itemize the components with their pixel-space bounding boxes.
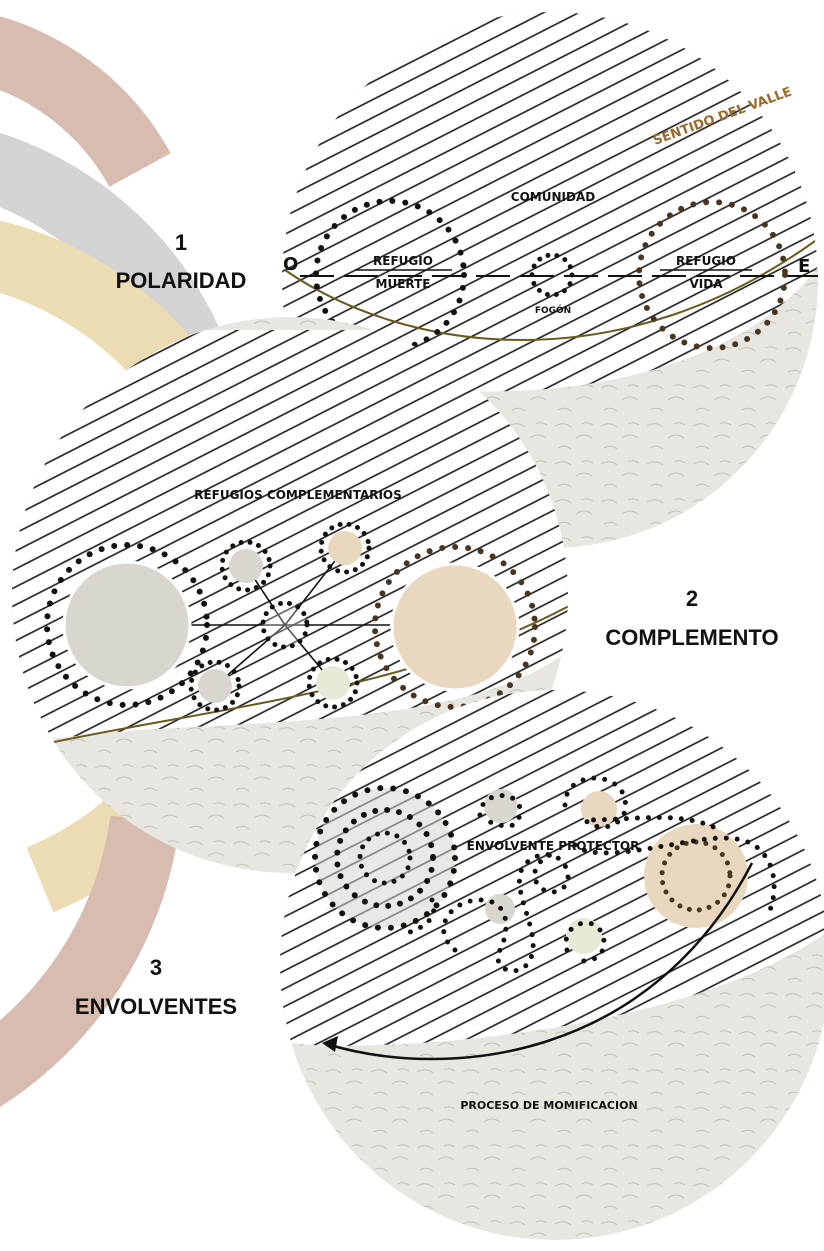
large-refuge-gray bbox=[62, 560, 192, 690]
refugios-complementarios-label: REFUGIOS COMPLEMENTARIOS bbox=[194, 488, 402, 502]
step-1-name: POLARIDAD bbox=[116, 268, 247, 293]
refugio-vida-ring bbox=[636, 199, 788, 351]
panel-envolventes: ENVOLVENTE PROTECTOR PROCESO DE MOMIFICA… bbox=[280, 690, 824, 1240]
envolvente-dotted-paths bbox=[397, 775, 777, 974]
step-2-number: 2 bbox=[686, 586, 698, 611]
envolvente-protector-label: ENVOLVENTE PROTECTOR bbox=[467, 839, 640, 853]
step-3-name: ENVOLVENTES bbox=[75, 994, 237, 1019]
proceso-momificacion-label: PROCESO DE MOMIFICACION bbox=[460, 1099, 637, 1112]
large-refuge-tan bbox=[390, 562, 520, 692]
comunidad-label: COMUNIDAD bbox=[511, 190, 595, 204]
refugio-vida-bottom: VIDA bbox=[690, 277, 724, 291]
east-label: E bbox=[798, 256, 810, 277]
arc-rose-bottom bbox=[0, 815, 180, 1107]
panel-complemento: REFUGIOS COMPLEMENTARIOS bbox=[12, 317, 568, 873]
momificacion-arrow bbox=[329, 862, 754, 1061]
west-label: O bbox=[283, 254, 298, 275]
fogon-ring bbox=[529, 252, 575, 298]
refugio-muerte-top: REFUGIO bbox=[373, 254, 433, 268]
refugio-muerte-bottom: MUERTE bbox=[376, 277, 431, 291]
step-1-number: 1 bbox=[175, 230, 187, 255]
arc-rose-top bbox=[0, 16, 171, 188]
fogon-label: FOGÓN bbox=[535, 304, 571, 316]
step-2-name: COMPLEMENTO bbox=[605, 625, 778, 650]
step-3-number: 3 bbox=[150, 955, 162, 980]
refugio-vida-top: REFUGIO bbox=[676, 254, 736, 268]
